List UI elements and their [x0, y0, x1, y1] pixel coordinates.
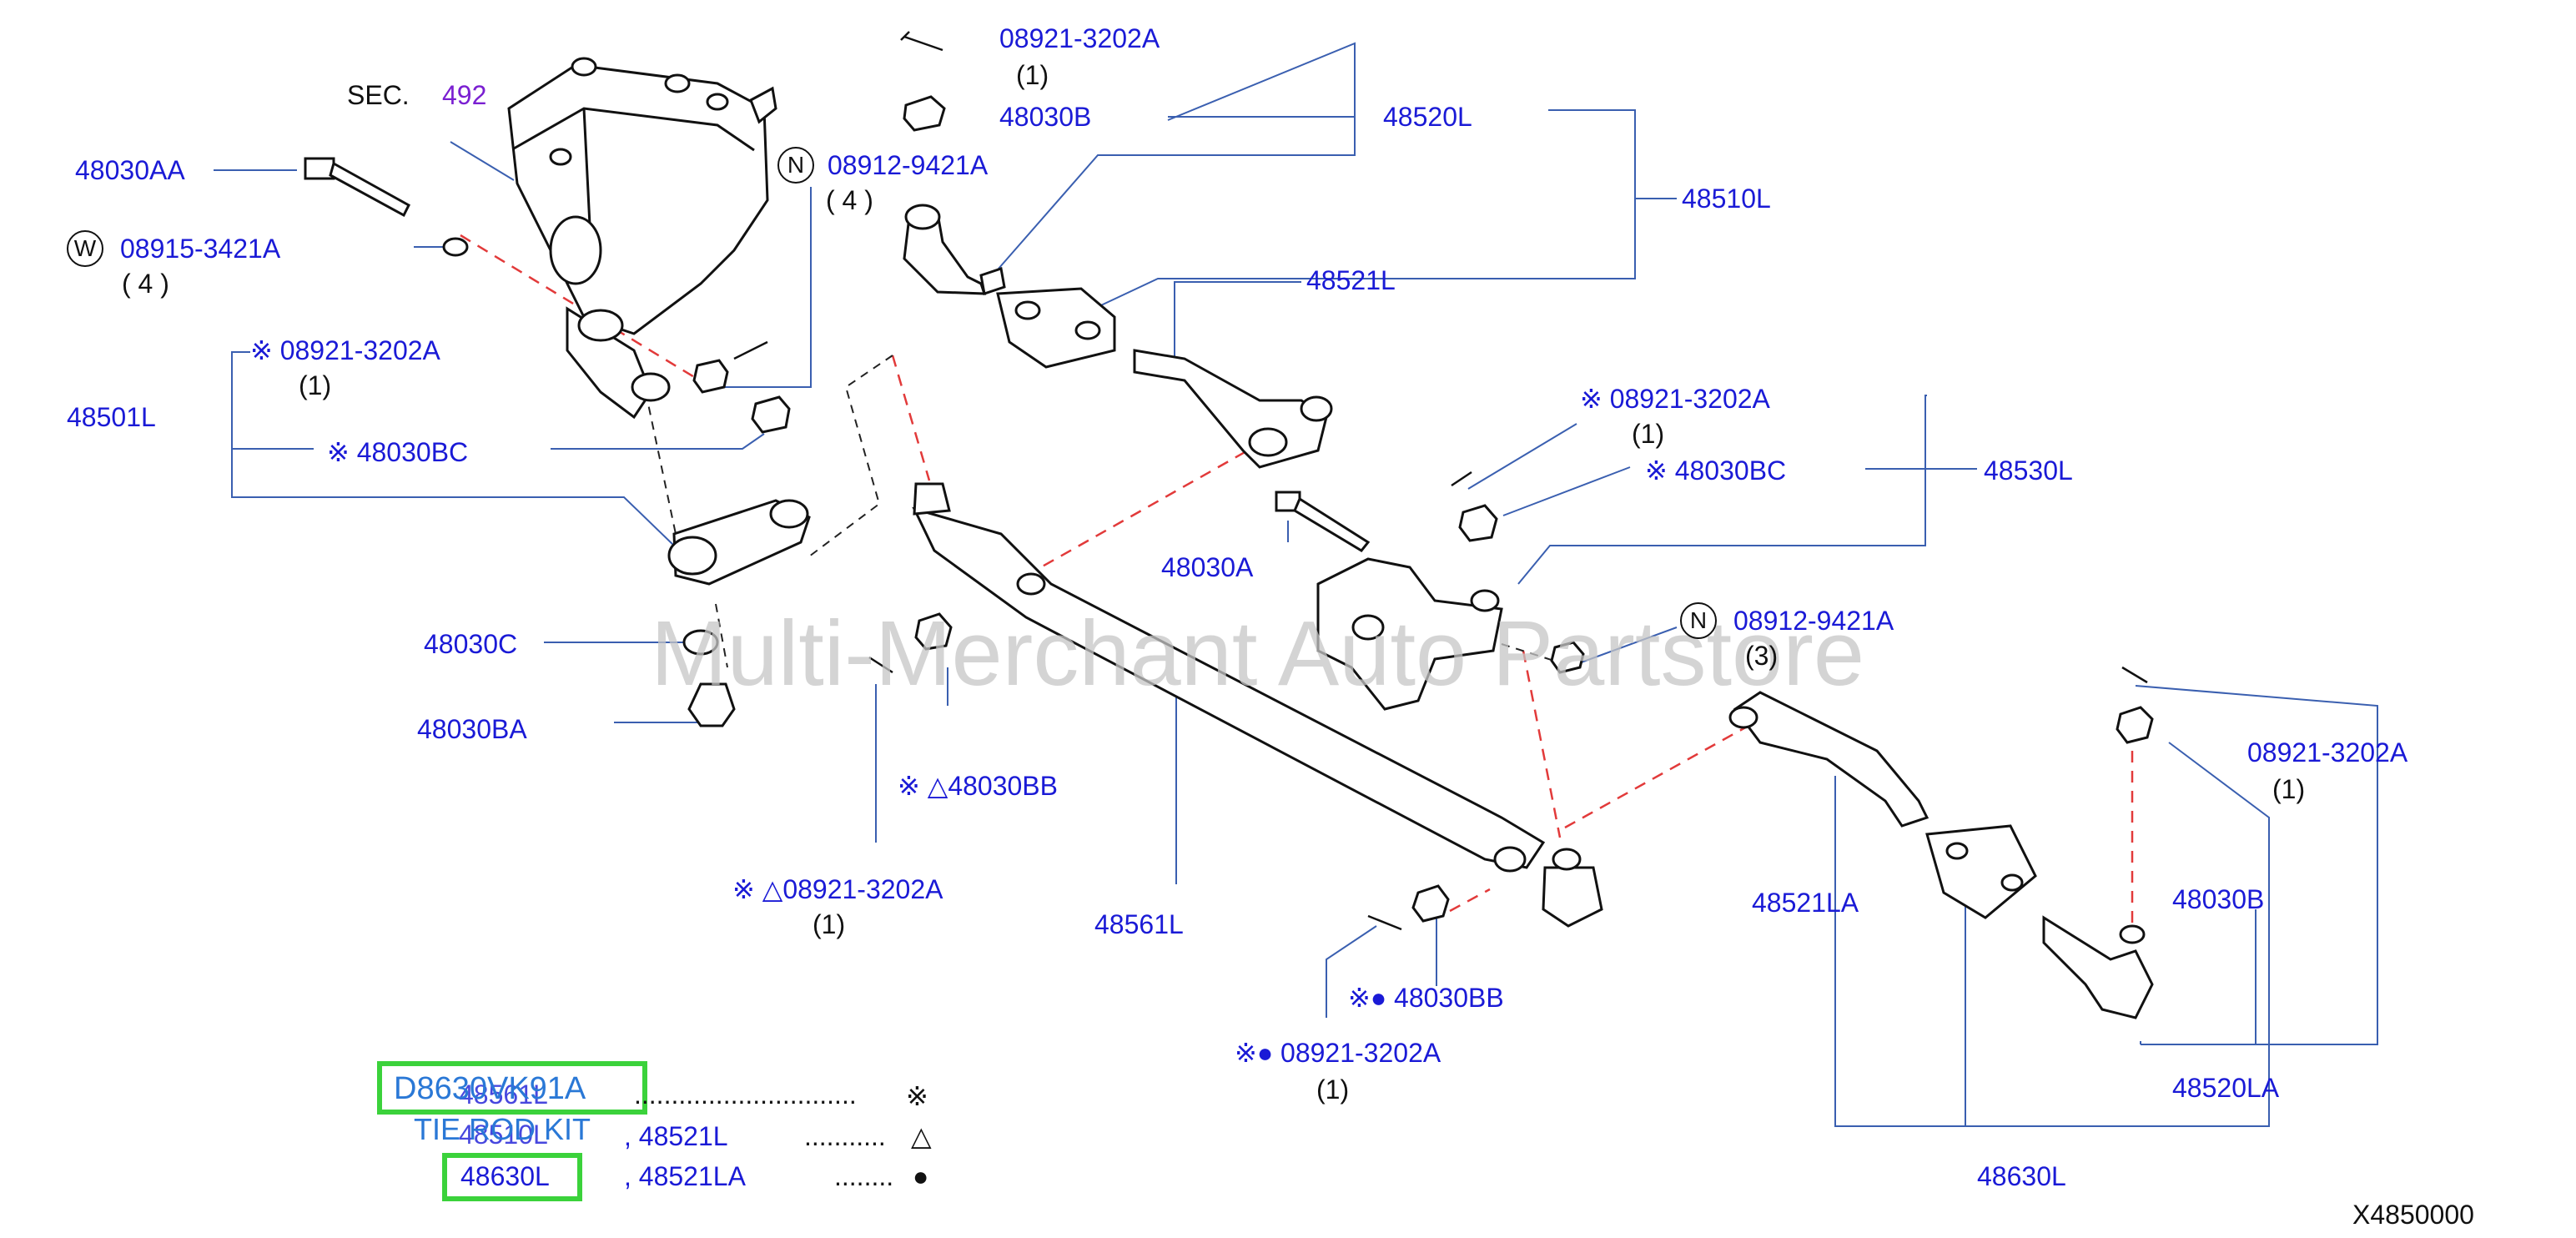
qty-mid: (1) — [299, 370, 332, 400]
center-link — [912, 482, 1603, 928]
qty-dot: (1) — [1316, 1074, 1350, 1105]
tie-rod-end-right — [1728, 691, 1929, 828]
part-48030AA[interactable]: 48030AA — [75, 155, 185, 185]
kit-part-number[interactable]: D8630VK91A — [394, 1071, 586, 1106]
qty-right: (1) — [1632, 419, 1665, 449]
kit-name[interactable]: TIE ROD KIT — [414, 1112, 591, 1146]
part-48520LA[interactable]: 48520LA — [2172, 1073, 2280, 1103]
mark-n-circle-2: N — [1680, 602, 1717, 639]
part-48030C[interactable]: 48030C — [424, 629, 518, 659]
legend-row3-dots: ........ — [834, 1161, 894, 1191]
part-48561L[interactable]: 48561L — [1094, 909, 1184, 939]
part-08915-3421A[interactable]: 08915-3421A — [120, 234, 281, 264]
part-48030BC-left[interactable]: ※ 48030BC — [327, 437, 469, 467]
adjusting-sleeve-right — [1925, 824, 2037, 919]
qty-top: (1) — [1016, 60, 1049, 90]
part-48030A[interactable]: 48030A — [1161, 552, 1254, 582]
part-48030BC-right[interactable]: ※ 48030BC — [1645, 455, 1787, 486]
steering-gear-box — [507, 57, 777, 420]
legend-row2-mark: △ — [911, 1121, 932, 1151]
part-48521L[interactable]: 48521L — [1306, 265, 1396, 295]
tie-rod-end-top — [903, 204, 1006, 295]
part-48530L[interactable]: 48530L — [1984, 455, 2073, 486]
qty-br: (1) — [2272, 774, 2306, 804]
part-08921-3202A-right[interactable]: ※ 08921-3202A — [1580, 384, 1770, 414]
part-48030BB-left[interactable]: ※ △48030BB — [898, 771, 1058, 801]
part-48030B-top[interactable]: 48030B — [999, 102, 1092, 132]
leader-lines — [214, 42, 2378, 1127]
castle-nuts — [692, 95, 2154, 923]
part-48030BA[interactable]: 48030BA — [417, 714, 527, 744]
part-48630L-highlight-box[interactable] — [442, 1153, 582, 1201]
part-48630L[interactable]: 48630L — [1977, 1161, 2066, 1191]
part-08921-3202A-mid[interactable]: ※ 08921-3202A — [250, 335, 440, 365]
section-prefix: SEC. — [347, 80, 410, 110]
part-48030B-right[interactable]: 48030B — [2172, 884, 2265, 914]
part-08921-3202A-tri[interactable]: ※ △08921-3202A — [732, 874, 943, 904]
section-link-492[interactable]: 492 — [442, 80, 487, 110]
mark-w-circle: W — [67, 230, 103, 267]
part-48030BB-bottom[interactable]: ※● 48030BB — [1348, 983, 1504, 1013]
legend-row3-part1[interactable]: 48630L — [460, 1161, 550, 1191]
part-48501L[interactable]: 48501L — [67, 402, 156, 432]
tie-rod-inner-top — [1133, 349, 1333, 469]
part-48521LA[interactable]: 48521LA — [1752, 888, 1859, 918]
legend-row1-mark: ※ — [906, 1081, 928, 1111]
bolt-48030A — [1275, 491, 1371, 552]
part-08921-3202A-top[interactable]: 08921-3202A — [999, 23, 1160, 53]
tie-rod-inner-right — [2042, 915, 2154, 1019]
part-48520L[interactable]: 48520L — [1383, 102, 1472, 132]
part-48510L[interactable]: 48510L — [1682, 184, 1771, 214]
diagram-reference: X4850000 — [2352, 1200, 2474, 1230]
legend-kit-name-under: 48510L — [459, 1120, 548, 1150]
idler-arm — [1316, 557, 1503, 711]
legend-row3-mark: ● — [913, 1161, 929, 1191]
kit-highlight-box[interactable] — [377, 1061, 647, 1115]
qty-3: (3) — [1745, 641, 1779, 671]
part-08912-9421A-2[interactable]: 08912-9421A — [1733, 606, 1894, 636]
qty-4a: ( 4 ) — [826, 185, 873, 215]
washer — [442, 237, 469, 257]
cotter-pins — [733, 31, 2148, 931]
mark-n-circle-1: N — [777, 147, 814, 184]
part-08912-9421A-1[interactable]: 08912-9421A — [828, 150, 989, 180]
legend-row3-part2[interactable]: , 48521LA — [624, 1161, 746, 1191]
qty-4b: ( 4 ) — [122, 269, 169, 299]
qty-tri: (1) — [813, 909, 846, 939]
watermark: Multi-Merchant Auto Partstore — [651, 602, 1865, 705]
legend-row2-part[interactable]: , 48521L — [624, 1121, 728, 1151]
part-08921-3202A-br[interactable]: 08921-3202A — [2247, 737, 2408, 767]
legend-row2-dots: ........... — [804, 1121, 886, 1151]
legend-kit-under: 48561L — [459, 1079, 548, 1110]
part-08921-3202A-dot[interactable]: ※● 08921-3202A — [1235, 1038, 1441, 1068]
bolt-48030AA — [304, 157, 410, 218]
legend-row1-dots: .............................. — [634, 1079, 857, 1110]
adjusting-sleeve-top — [996, 287, 1116, 369]
pitman-arm — [667, 499, 811, 727]
